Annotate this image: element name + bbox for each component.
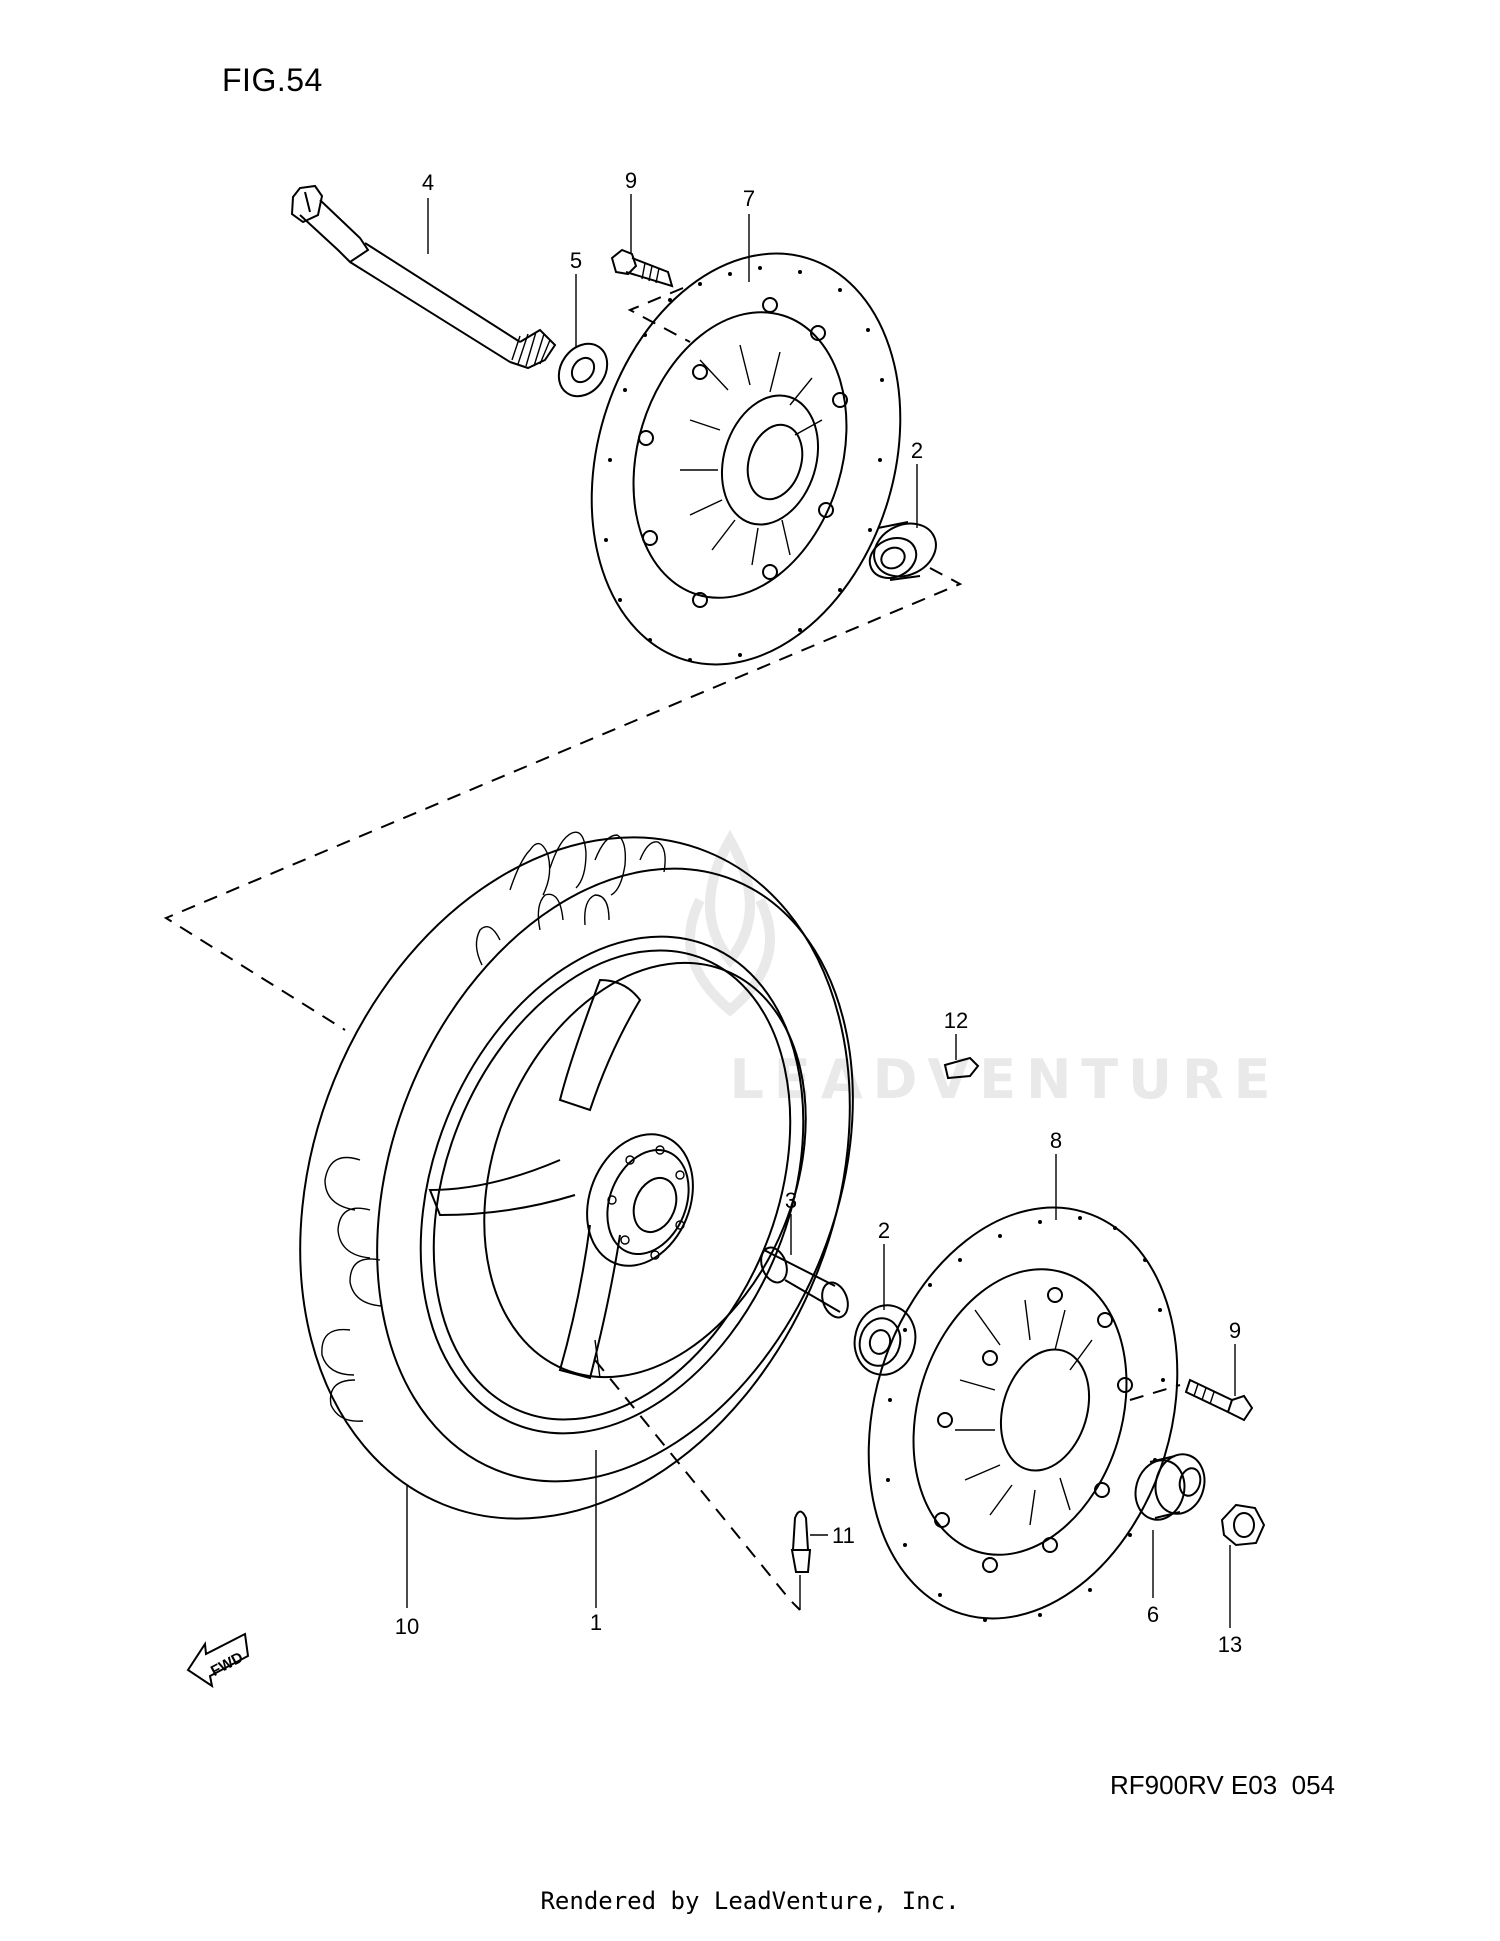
callout-numbers: 4 9 7 5 2 12 8 3 2 9 11 6 13 10 1 [395,168,1242,1657]
callout-9-lower: 9 [1229,1318,1241,1343]
callout-7: 7 [743,186,755,211]
watermark-text: LEADVENTURE [730,1048,1281,1111]
valve-part-11 [790,1510,812,1573]
spacer-part-3 [760,1246,849,1319]
callout-12: 12 [944,1008,968,1033]
callout-5: 5 [570,248,582,273]
washer-part-5 [557,342,609,398]
footer-credit: Rendered by LeadVenture, Inc. [540,1887,960,1915]
callout-10: 10 [395,1614,419,1639]
callout-6: 6 [1147,1602,1159,1627]
callout-8: 8 [1050,1128,1062,1153]
bearing-part-2-lower [853,1304,917,1376]
bearing-part-2-top [868,521,937,581]
assembly-line-valve [594,1359,801,1611]
axle-nut-part-13 [1220,1503,1266,1547]
brake-disc-part-7 [590,252,902,666]
assembly-line-bolt [1129,1384,1181,1401]
callout-13: 13 [1218,1632,1242,1657]
callout-11: 11 [832,1523,855,1548]
callout-2-top: 2 [911,438,923,463]
callout-2-lower: 2 [878,1218,890,1243]
brake-disc-part-8 [867,1206,1179,1622]
figure-title: FIG.54 [222,62,323,98]
callout-4: 4 [422,170,434,195]
tire-part-10 [299,831,854,1520]
guide-line-valve [594,1339,801,1610]
assembly-line-top [163,287,963,1031]
axle-part-4 [290,184,557,370]
callout-9-top: 9 [625,168,637,193]
callout-3: 3 [785,1188,797,1213]
drawing-code: RF900RV E03 054 [1110,1770,1335,1800]
callout-1: 1 [590,1610,602,1635]
wheel-part-1 [419,935,807,1435]
balance-weight-part-12 [943,1056,980,1080]
leader-lines [406,194,1236,1628]
disc-bolt-part-9-lower [1184,1378,1254,1422]
forward-arrow-icon: FWD [186,1632,250,1689]
collar-part-6 [1134,1453,1206,1521]
disc-bolt-part-9-top [610,248,674,288]
watermark-logo [685,829,775,1017]
